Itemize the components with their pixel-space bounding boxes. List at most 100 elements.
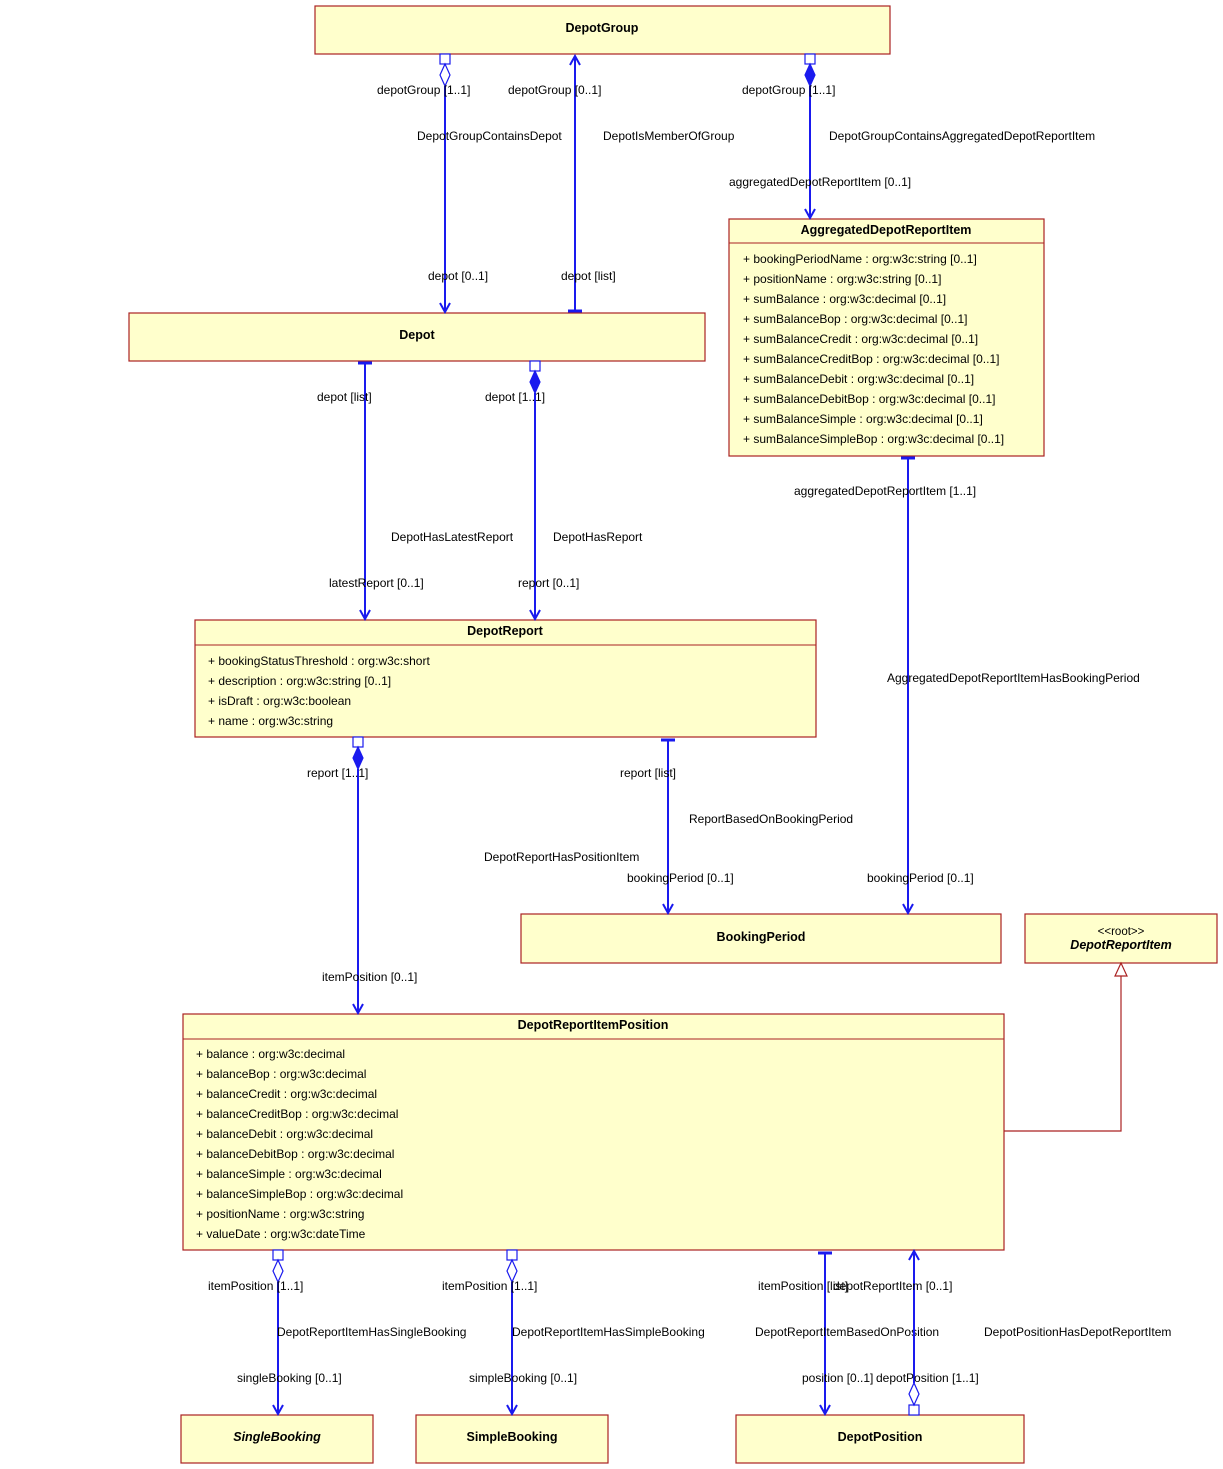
composition-diamond-icon xyxy=(352,745,364,771)
class-depot-report-item[interactable]: <<root>> DepotReportItem xyxy=(1024,913,1218,964)
navigability-square-icon xyxy=(352,736,364,748)
inheritance-arrow-icon xyxy=(1114,961,1128,977)
attribute-list: + bookingPeriodName : org:w3c:string [0.… xyxy=(743,252,1004,446)
class-attribute: + balanceCredit : org:w3c:decimal xyxy=(196,1087,377,1101)
source-role: itemPosition [list] xyxy=(758,1279,848,1293)
target-role: position [0..1] xyxy=(802,1371,873,1385)
target-role: depotReportItem [0..1] xyxy=(833,1279,952,1293)
class-name: DepotReportItemPosition xyxy=(518,1018,669,1032)
navigability-square-icon xyxy=(529,360,541,372)
class-name: DepotPosition xyxy=(838,1430,923,1444)
target-role: latestReport [0..1] xyxy=(329,576,424,590)
association-depot-report-has-position-item[interactable]: report [1..1] DepotReportHasPositionItem… xyxy=(307,736,639,1013)
source-role: report [1..1] xyxy=(307,766,368,780)
association-position-has-report-item[interactable]: depotReportItem [0..1] DepotPositionHasD… xyxy=(833,1251,1171,1416)
class-attribute: + bookingPeriodName : org:w3c:string [0.… xyxy=(743,252,977,266)
class-depot-report-item-position[interactable]: DepotReportItemPosition + balance : org:… xyxy=(182,1013,1005,1251)
association-name: DepotPositionHasDepotReportItem xyxy=(984,1325,1171,1339)
class-attribute: + sumBalanceCredit : org:w3c:decimal [0.… xyxy=(743,332,978,346)
navigability-square-icon xyxy=(439,53,451,65)
class-attribute: + positionName : org:w3c:string xyxy=(196,1207,364,1221)
class-name: DepotReportItem xyxy=(1070,938,1171,952)
class-name: SimpleBooking xyxy=(467,1430,558,1444)
composition-diamond-icon xyxy=(529,369,541,395)
association-depot-has-latest-report[interactable]: depot [list] DepotHasLatestReport latest… xyxy=(317,361,514,619)
association-depot-has-report[interactable]: depot [1..1] DepotHasReport report [0..1… xyxy=(485,360,643,619)
class-attribute: + balance : org:w3c:decimal xyxy=(196,1047,345,1061)
association-name: DepotReportItemHasSimpleBooking xyxy=(512,1325,705,1339)
association-item-has-single-booking[interactable]: itemPosition [1..1] DepotReportItemHasSi… xyxy=(208,1249,466,1414)
source-role: depotPosition [1..1] xyxy=(876,1371,979,1385)
association-depot-group-contains-aggregated-item[interactable]: depotGroup [1..1] DepotGroupContainsAggr… xyxy=(729,53,1095,218)
class-depot-position[interactable]: DepotPosition xyxy=(735,1414,1025,1464)
class-attribute: + positionName : org:w3c:string [0..1] xyxy=(743,272,941,286)
target-role: bookingPeriod [0..1] xyxy=(867,871,974,885)
class-name: AggregatedDepotReportItem xyxy=(801,223,972,237)
class-attribute: + sumBalanceCreditBop : org:w3c:decimal … xyxy=(743,352,999,366)
source-role: itemPosition [1..1] xyxy=(208,1279,303,1293)
association-item-has-simple-booking[interactable]: itemPosition [1..1] DepotReportItemHasSi… xyxy=(442,1249,705,1414)
class-attribute: + balanceSimpleBop : org:w3c:decimal xyxy=(196,1187,403,1201)
association-name: DepotGroupContainsAggregatedDepotReportI… xyxy=(829,129,1095,143)
source-role: aggregatedDepotReportItem [1..1] xyxy=(794,484,976,498)
class-depot[interactable]: Depot xyxy=(128,312,706,362)
class-booking-period[interactable]: BookingPeriod xyxy=(520,913,1002,964)
source-role: depot [list] xyxy=(561,269,616,283)
class-name: BookingPeriod xyxy=(717,930,806,944)
source-role: depot [1..1] xyxy=(485,390,545,404)
class-attribute: + sumBalanceDebit : org:w3c:decimal [0..… xyxy=(743,372,974,386)
association-depot-group-contains-depot[interactable]: depotGroup [1..1] DepotGroupContainsDepo… xyxy=(377,53,562,312)
association-report-based-on-booking-period[interactable]: report [list] ReportBasedOnBookingPeriod… xyxy=(620,738,853,913)
class-name: DepotReport xyxy=(467,624,544,638)
association-name: DepotHasReport xyxy=(553,530,643,544)
source-role: itemPosition [1..1] xyxy=(442,1279,537,1293)
aggregation-diamond-icon xyxy=(439,62,451,88)
association-name: DepotGroupContainsDepot xyxy=(417,129,562,143)
association-item-based-on-position[interactable]: itemPosition [list] DepotReportItemBased… xyxy=(755,1251,939,1414)
target-role: depot [0..1] xyxy=(428,269,488,283)
class-attribute: + balanceDebitBop : org:w3c:decimal xyxy=(196,1147,394,1161)
association-name: AggregatedDepotReportItemHasBookingPerio… xyxy=(887,671,1140,685)
navigability-square-icon xyxy=(506,1249,518,1261)
attribute-list: + bookingStatusThreshold : org:w3c:short… xyxy=(208,654,430,728)
class-attribute: + sumBalance : org:w3c:decimal [0..1] xyxy=(743,292,946,306)
navigability-square-icon xyxy=(804,53,816,65)
association-name: DepotHasLatestReport xyxy=(391,530,514,544)
class-simple-booking[interactable]: SimpleBooking xyxy=(415,1414,609,1464)
association-name: ReportBasedOnBookingPeriod xyxy=(689,812,853,826)
association-name: DepotIsMemberOfGroup xyxy=(603,129,735,143)
class-attribute: + sumBalanceSimple : org:w3c:decimal [0.… xyxy=(743,412,983,426)
target-role: bookingPeriod [0..1] xyxy=(627,871,734,885)
source-role: depotGroup [1..1] xyxy=(377,83,470,97)
navigability-square-icon xyxy=(272,1249,284,1261)
composition-diamond-icon xyxy=(804,62,816,88)
class-attribute: + sumBalanceBop : org:w3c:decimal [0..1] xyxy=(743,312,967,326)
source-role: report [list] xyxy=(620,766,676,780)
class-single-booking[interactable]: SingleBooking xyxy=(180,1414,374,1464)
class-attribute: + bookingStatusThreshold : org:w3c:short xyxy=(208,654,430,668)
association-name: DepotReportItemHasSingleBooking xyxy=(277,1325,466,1339)
class-attribute: + description : org:w3c:string [0..1] xyxy=(208,674,391,688)
target-role: simpleBooking [0..1] xyxy=(469,1371,577,1385)
class-attribute: + sumBalanceDebitBop : org:w3c:decimal [… xyxy=(743,392,995,406)
aggregation-diamond-icon xyxy=(506,1258,518,1284)
stereotype-label: <<root>> xyxy=(1098,926,1145,938)
target-role: itemPosition [0..1] xyxy=(322,970,417,984)
target-role: depotGroup [0..1] xyxy=(508,83,601,97)
class-name: Depot xyxy=(399,328,435,342)
association-depot-is-member-of-group[interactable]: depotGroup [0..1] DepotIsMemberOfGroup d… xyxy=(508,56,735,313)
association-name: DepotReportItemBasedOnPosition xyxy=(755,1325,939,1339)
class-attribute: + isDraft : org:w3c:boolean xyxy=(208,694,351,708)
class-attribute: + balanceDebit : org:w3c:decimal xyxy=(196,1127,373,1141)
class-depot-group[interactable]: DepotGroup xyxy=(314,5,891,55)
class-depot-report[interactable]: DepotReport + bookingStatusThreshold : o… xyxy=(194,619,817,738)
generalization-item-position-to-depot-report-item[interactable] xyxy=(1004,961,1128,1132)
association-name: DepotReportHasPositionItem xyxy=(484,850,639,864)
class-name: DepotGroup xyxy=(566,21,639,35)
class-aggregated-depot-report-item[interactable]: AggregatedDepotReportItem + bookingPerio… xyxy=(728,218,1045,457)
source-role: depot [list] xyxy=(317,390,372,404)
association-aggregated-item-has-booking-period[interactable]: aggregatedDepotReportItem [1..1] Aggrega… xyxy=(794,456,1140,913)
navigability-square-icon xyxy=(908,1404,920,1416)
target-role: report [0..1] xyxy=(518,576,579,590)
